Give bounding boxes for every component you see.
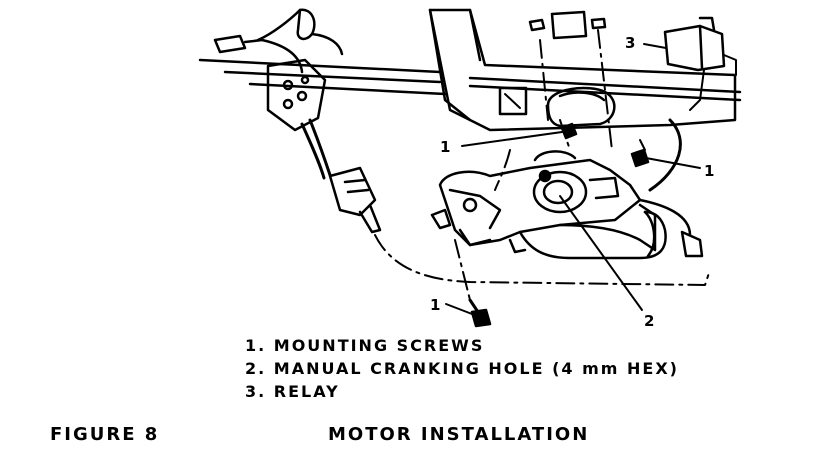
bracket-slot — [498, 86, 528, 116]
legend-item-relay: 3. RELAY — [245, 382, 340, 401]
leader-lines — [445, 43, 701, 315]
harness-routing — [374, 29, 711, 301]
body-rails — [198, 58, 742, 102]
parts-legend: 1. MOUNTING SCREWS 2. MANUAL CRANKING HO… — [245, 334, 679, 403]
relay — [663, 16, 737, 111]
callout-screw-lower: 1 — [430, 296, 440, 314]
legend-item-mounting-screws: 1. MOUNTING SCREWS — [245, 336, 485, 355]
legend-item-cranking-hole: 2. MANUAL CRANKING HOLE (4 mm HEX) — [245, 359, 679, 378]
right-wire — [638, 118, 704, 258]
wire-harness — [213, 8, 382, 234]
hardware-pieces — [528, 10, 607, 40]
mounting-bracket — [428, 8, 737, 132]
motor-assembly — [430, 158, 667, 260]
cranking-hole — [532, 150, 620, 214]
figure-title: MOTOR INSTALLATION — [328, 424, 590, 445]
callout-relay: 3 — [625, 34, 635, 52]
figure-label: FIGURE 8 — [50, 424, 160, 445]
callout-screw-right: 1 — [704, 162, 714, 180]
cover-plate — [546, 86, 616, 128]
callout-screw-upper: 1 — [440, 138, 450, 156]
mounting-screws — [468, 122, 650, 328]
callout-cranking-hole: 2 — [644, 312, 654, 330]
